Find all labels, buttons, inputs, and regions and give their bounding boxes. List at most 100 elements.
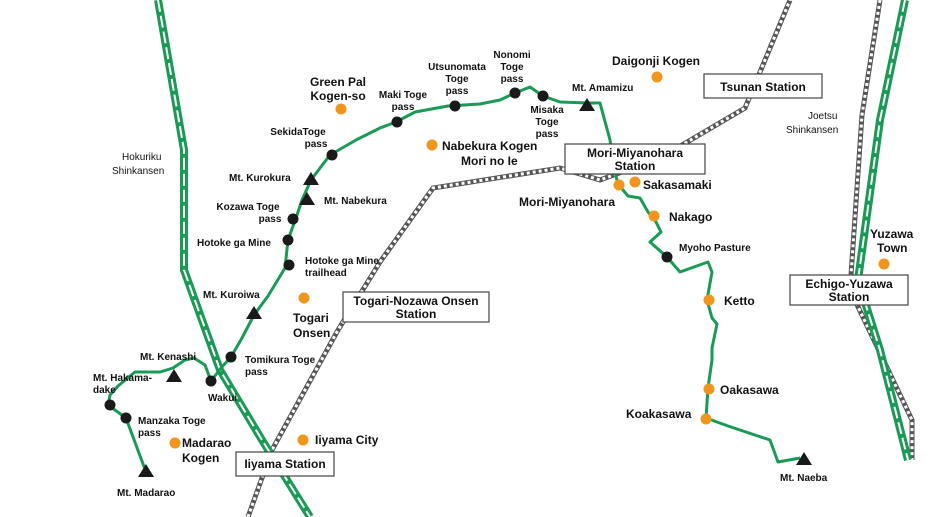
echigo-station-label-1: Echigo-Yuzawa: [805, 277, 893, 291]
pass-labels: Nonomi Toge pass Utsunomata Toge pass Ma…: [138, 50, 751, 439]
mountain-icon-amamizu[interactable]: [579, 98, 595, 111]
hokuriku-label-1: Hokuriku: [122, 152, 161, 163]
rail-line-labels: Hokuriku Shinkansen Joetsu Shinkansen: [112, 111, 838, 177]
pass-dot-nonomi[interactable]: [509, 87, 521, 99]
label-hakamadake-2: dake: [93, 385, 116, 396]
hokuriku-label-2: Shinkansen: [112, 166, 164, 177]
label-sekida-2: pass: [305, 139, 328, 150]
mori-miyanohara-station[interactable]: Mori-Miyanohara Station: [564, 143, 706, 175]
label-maki-2: pass: [392, 102, 415, 113]
label-nabekura-kogen-2: Mori no Ie: [461, 154, 518, 168]
mountain-icon-madarao[interactable]: [138, 464, 154, 477]
place-dot-iiyama-city[interactable]: [297, 434, 309, 446]
pass-dot-manzaka[interactable]: [120, 412, 132, 424]
label-utsunomata-2: Toge: [445, 74, 469, 85]
label-kurokura: Mt. Kurokura: [229, 173, 291, 184]
echigo-yuzawa-station[interactable]: Echigo-Yuzawa Station: [789, 274, 909, 306]
togari-station-label-2: Station: [396, 307, 437, 321]
label-daigonji: Daigonji Kogen: [612, 54, 700, 68]
place-dot-daigonji[interactable]: [651, 71, 663, 83]
place-dot-togari-onsen[interactable]: [298, 292, 310, 304]
label-misaka-2: Toge: [535, 117, 559, 128]
label-utsunomata-1: Utsunomata: [428, 62, 486, 73]
label-madarao-kogen-2: Kogen: [182, 451, 219, 465]
mori-station-label-1: Mori-Miyanohara: [587, 146, 683, 160]
pass-markers: [104, 87, 673, 424]
label-kuroiwa: Mt. Kuroiwa: [203, 290, 260, 301]
place-dot-madarao-kogen[interactable]: [169, 437, 181, 449]
label-manzaka-1: Manzaka Toge: [138, 416, 206, 427]
label-green-pal-2: Kogen-so: [310, 89, 365, 103]
pass-dot-sekida[interactable]: [326, 149, 338, 161]
label-wakui: Wakui: [208, 393, 237, 404]
pass-dot-utsunomata[interactable]: [449, 100, 461, 112]
place-dot-nakago[interactable]: [648, 210, 660, 222]
label-amamizu: Mt. Amamizu: [572, 83, 633, 94]
label-sakasamaki: Sakasamaki: [643, 178, 712, 192]
label-oakasawa: Oakasawa: [720, 383, 779, 397]
station-boxes: Tsunan Station Mori-Miyanohara Station T…: [235, 73, 909, 477]
label-yuzawa-town-1: Yuzawa: [870, 227, 914, 241]
tsunan-station-label: Tsunan Station: [720, 80, 806, 94]
mountain-icon-kuroiwa[interactable]: [246, 306, 262, 319]
label-hotokegamine: Hotoke ga Mine: [197, 238, 271, 249]
label-tomikura-2: pass: [245, 367, 268, 378]
label-nakago: Nakago: [669, 210, 712, 224]
mountain-labels: Mt. Amamizu Mt. Kurokura Mt. Nabekura Mt…: [93, 83, 828, 499]
mori-station-label-2: Station: [615, 159, 656, 173]
place-labels: Daigonji Kogen Green Pal Kogen-so Nabeku…: [182, 54, 914, 465]
place-dot-ketto[interactable]: [703, 294, 715, 306]
pass-dot-hotokegamine-trailhead[interactable]: [283, 259, 295, 271]
label-yuzawa-town-2: Town: [877, 241, 907, 255]
label-hotokegamine-trailhead-1: Hotoke ga Mine: [305, 256, 379, 267]
label-koakasawa: Koakasawa: [626, 407, 692, 421]
pass-dot-wakui[interactable]: [205, 375, 217, 387]
tsunan-station[interactable]: Tsunan Station: [703, 73, 823, 99]
mountain-icon-kenashi[interactable]: [166, 369, 182, 382]
label-togari-onsen-1: Togari: [293, 311, 329, 325]
mountain-icon-nabekura[interactable]: [299, 192, 315, 205]
pass-dot-tomikura[interactable]: [225, 351, 237, 363]
label-tomikura-1: Tomikura Toge: [245, 355, 316, 366]
label-madarao: Mt. Madarao: [117, 488, 175, 499]
label-hotokegamine-trailhead-2: trailhead: [305, 268, 347, 279]
label-nonomi-3: pass: [501, 74, 524, 85]
pass-dot-kozawa[interactable]: [287, 213, 299, 225]
place-dot-yuzawa-town[interactable]: [878, 258, 890, 270]
togari-station[interactable]: Togari-Nozawa Onsen Station: [342, 291, 490, 323]
place-dot-koakasawa[interactable]: [700, 413, 712, 425]
pass-dot-myoho[interactable]: [661, 251, 673, 263]
label-utsunomata-3: pass: [446, 86, 469, 97]
label-iiyama-city: Iiyama City: [315, 433, 379, 447]
label-hakamadake-1: Mt. Hakama-: [93, 373, 152, 384]
pass-dot-misaka[interactable]: [537, 90, 549, 102]
label-nonomi-2: Toge: [500, 62, 524, 73]
label-togari-onsen-2: Onsen: [293, 326, 330, 340]
mountain-markers: [138, 98, 812, 477]
iiyama-station-label: Iiyama Station: [244, 457, 325, 471]
label-kenashi: Mt. Kenashi: [140, 352, 196, 363]
label-mori-miyanohara-place: Mori-Miyanohara: [519, 195, 615, 209]
label-nonomi-1: Nonomi: [493, 50, 530, 61]
label-myoho: Myoho Pasture: [679, 243, 751, 254]
place-dot-green-pal[interactable]: [335, 103, 347, 115]
label-sekida-1: SekidaToge: [270, 127, 326, 138]
label-nabekura-kogen-1: Nabekura Kogen: [442, 139, 537, 153]
place-dot-mori-miyanohara[interactable]: [613, 179, 625, 191]
place-dot-oakasawa[interactable]: [703, 383, 715, 395]
pass-dot-hotokegamine[interactable]: [282, 234, 294, 246]
joetsu-label-2: Shinkansen: [786, 125, 838, 136]
pass-dot-maki[interactable]: [391, 116, 403, 128]
place-dot-sakasamaki[interactable]: [629, 176, 641, 188]
place-dot-nabekura-kogen[interactable]: [426, 139, 438, 151]
mountain-icon-kurokura[interactable]: [303, 172, 319, 185]
pass-dot-hakamadake[interactable]: [104, 399, 116, 411]
label-naeba: Mt. Naeba: [780, 473, 828, 484]
iiyama-station[interactable]: Iiyama Station: [235, 451, 335, 477]
joetsu-label-1: Joetsu: [808, 111, 837, 122]
label-misaka-1: Misaka: [530, 105, 564, 116]
label-green-pal-1: Green Pal: [310, 75, 366, 89]
mountain-icon-naeba[interactable]: [796, 452, 812, 465]
